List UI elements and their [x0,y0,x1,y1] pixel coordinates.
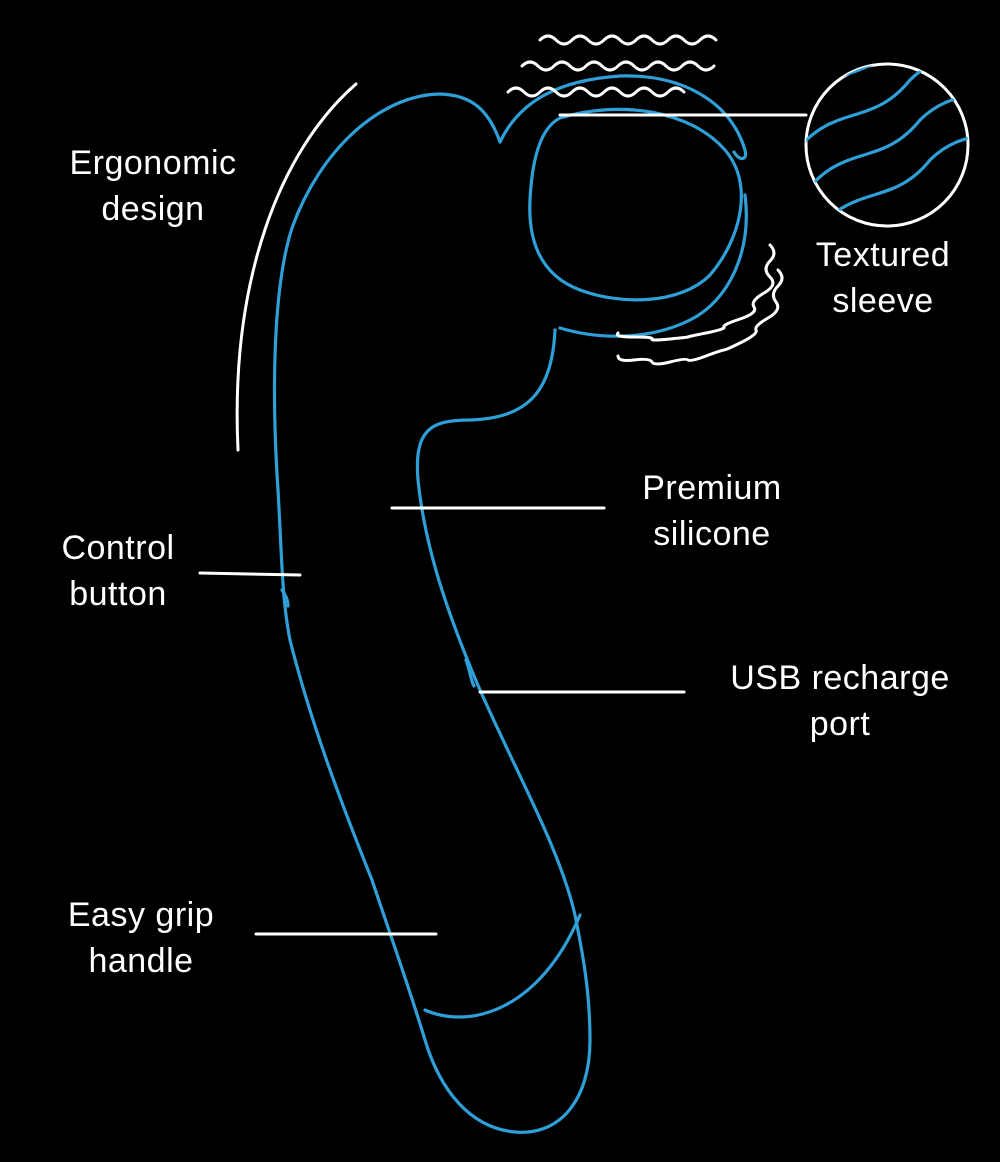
ergonomic-arc-line [235,82,358,452]
label-control-button: Control button [61,529,175,613]
vibration-wave-side-2 [616,268,784,366]
label-textured-sleeve: Textured sleeve [815,236,951,320]
label-ergonomic-design: Ergonomic design [69,144,237,228]
grip-band [423,913,582,1019]
control-leader-line [198,571,302,577]
label-premium-silicone: Premium silicone [642,469,782,553]
label-usb-recharge-port: USB recharge port [730,659,950,743]
device-body-outline [272,92,592,1134]
vibration-wave-side-1 [615,243,776,342]
usb-port-bump [464,658,476,688]
device-head-notch [498,74,748,161]
control-button-bump [280,588,290,608]
textured-sleeve-cup [528,107,743,302]
vibration-wave-top-2 [520,60,716,72]
label-easy-grip-handle: Easy grip handle [67,896,215,980]
vibration-wave-top-3 [506,86,686,98]
sleeve-rim [558,193,748,338]
vibration-wave-top-1 [538,34,718,46]
